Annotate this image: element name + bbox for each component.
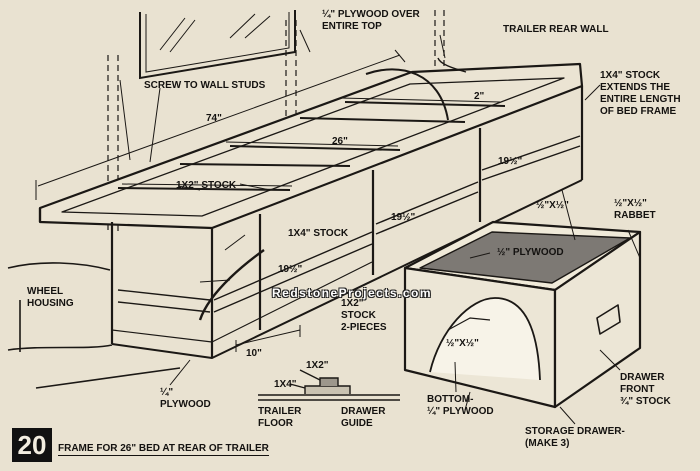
label-plywood-quarter: ¼" PLYWOOD	[160, 387, 211, 410]
leader-lines	[169, 183, 641, 425]
label-rabbet: ½"X½" RABBET	[614, 198, 656, 221]
figure-caption: FRAME FOR 26" BED AT REAR OF TRAILER	[58, 443, 269, 456]
label-trailer-floor: TRAILER FLOOR	[258, 406, 302, 429]
label-half-x-half-drawer: ½"X½"	[446, 338, 479, 349]
bed-frame	[38, 57, 584, 359]
label-dimension-10: 10"	[246, 348, 262, 359]
label-1x4-stock: 1X4" STOCK	[288, 228, 349, 239]
drawer-guide-detail	[258, 369, 400, 401]
label-dimension-19-c: 19½"	[278, 264, 303, 275]
label-bottom-plywood: BOTTOM- ¼" PLYWOOD	[427, 394, 494, 417]
label-screw-to-wall-studs: SCREW TO WALL STUDS	[144, 80, 266, 91]
label-drawer-guide: DRAWER GUIDE	[341, 406, 386, 429]
window	[139, 10, 296, 80]
label-half-x-half-top: ½"X½"	[536, 200, 569, 211]
label-trailer-rear-wall: TRAILER REAR WALL	[503, 24, 609, 35]
label-wheel-housing: WHEEL HOUSING	[27, 286, 74, 309]
label-plywood-top: ¼" PLYWOOD OVER ENTIRE TOP	[322, 9, 420, 32]
label-detail-1x2: 1X2"	[306, 360, 329, 371]
label-1x4-stock-length: 1X4" STOCK EXTENDS THE ENTIRE LENGTH OF …	[600, 70, 681, 117]
wheel-housing	[7, 262, 181, 389]
label-dimension-26: 26"	[332, 136, 348, 147]
label-dimension-19-a: 19½"	[498, 156, 523, 167]
label-detail-1x4: 1X4"	[274, 379, 297, 390]
label-storage-drawer: STORAGE DRAWER- (MAKE 3)	[525, 426, 625, 449]
label-1x2-stock-two-pieces: 1X2" STOCK 2-PIECES	[341, 298, 387, 333]
watermark: RedstoneProjects.com	[272, 286, 433, 300]
label-drawer-front: DRAWER FRONT ¾" STOCK	[620, 372, 671, 407]
figure-number: 20	[12, 428, 52, 462]
label-half-plywood: ½" PLYWOOD	[497, 247, 564, 258]
storage-drawer	[403, 220, 642, 409]
label-dimension-19-b: 19½"	[391, 212, 416, 223]
label-1x2-stock: 1X2" STOCK	[176, 180, 237, 191]
dimension-lines	[35, 29, 601, 352]
label-dimension-74: 74"	[206, 113, 222, 124]
label-dimension-2: 2"	[474, 91, 485, 102]
